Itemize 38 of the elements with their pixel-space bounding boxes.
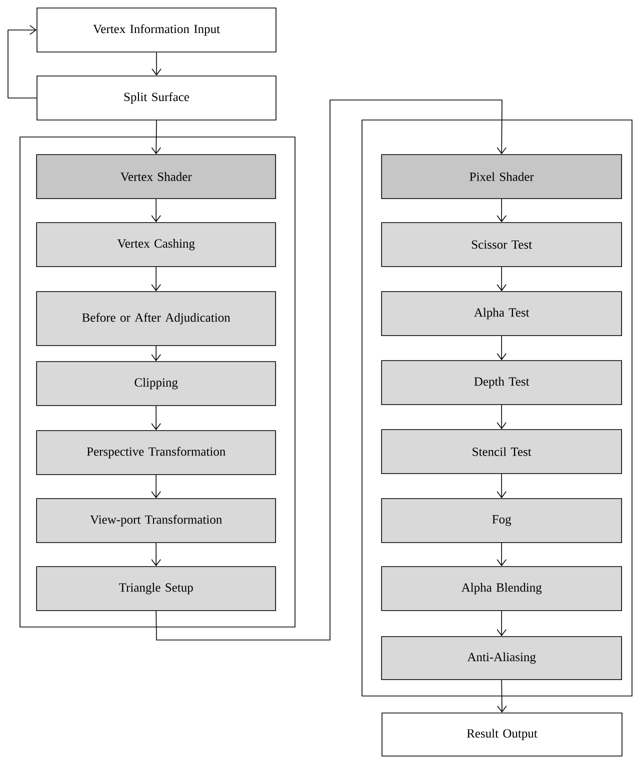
arrow: [497, 680, 507, 713]
arrow: [496, 542, 506, 566]
process-box: Alpha Test: [381, 291, 622, 336]
arrow: [496, 336, 506, 360]
process-box: View-port Transformation: [36, 498, 276, 543]
group-frame: [20, 136, 296, 628]
process-box: Depth Test: [381, 360, 622, 405]
process-box: Vertex Shader: [36, 154, 276, 199]
arrow: [156, 100, 507, 640]
process-box: Pixel Shader: [381, 154, 622, 199]
process-box: Before or After Adjudication: [36, 291, 276, 346]
process-box: Scissor Test: [381, 222, 622, 267]
process-box: Triangle Setup: [36, 566, 276, 611]
process-box: Vertex Cashing: [36, 222, 276, 267]
arrow: [496, 198, 506, 222]
arrow: [151, 542, 161, 566]
arrow: [8, 25, 37, 98]
process-box: Stencil Test: [381, 429, 622, 474]
arrow: [496, 404, 506, 430]
arrow: [152, 52, 162, 76]
group-frame: [362, 120, 632, 696]
arrow: [151, 406, 161, 430]
process-box: Result Output: [382, 712, 622, 756]
arrow: [151, 474, 161, 498]
arrow: [151, 346, 161, 362]
arrow: [151, 266, 161, 292]
process-box: Anti-Aliasing: [381, 636, 622, 680]
arrow: [151, 198, 161, 222]
arrow: [496, 474, 506, 498]
process-box: Perspective Transformation: [36, 430, 276, 475]
arrow: [496, 266, 506, 292]
process-box: Alpha Blending: [381, 566, 622, 611]
process-box: Vertex Information Input: [36, 8, 276, 52]
process-box: Fog: [381, 498, 622, 543]
process-box: Split Surface: [36, 76, 276, 120]
arrow: [496, 610, 506, 636]
process-box: Clipping: [36, 361, 276, 406]
arrow: [151, 120, 162, 154]
